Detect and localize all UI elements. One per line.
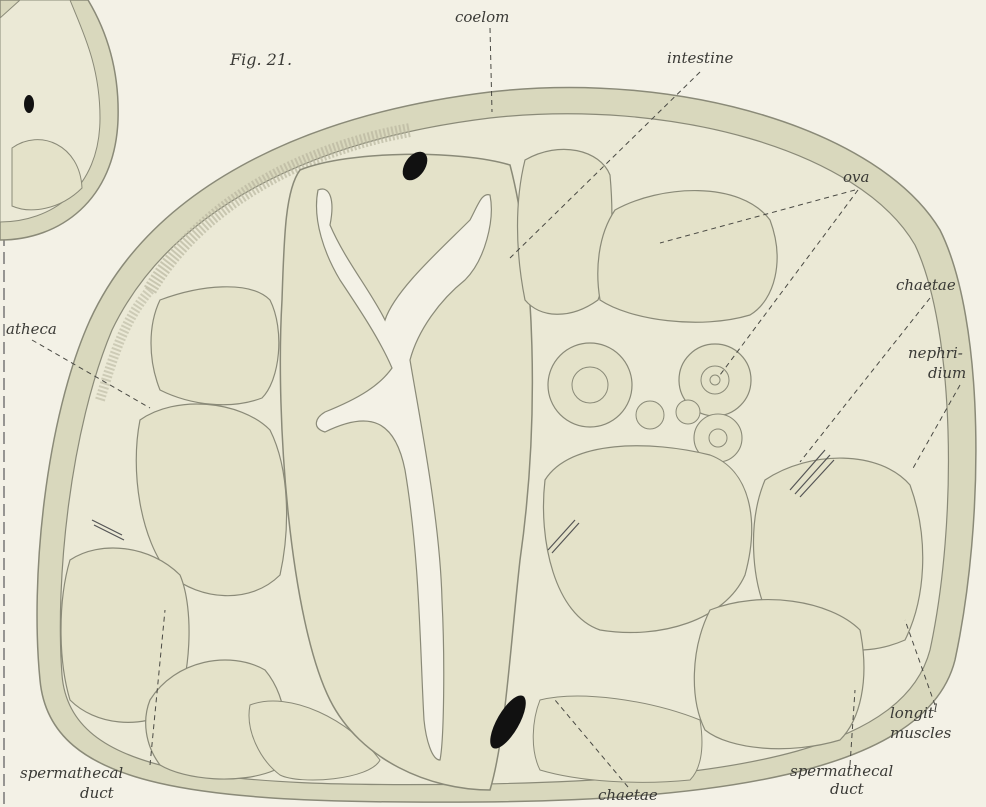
label-chaetae-top: chaetae <box>896 276 956 294</box>
label-intestine: intestine <box>667 49 734 67</box>
label-longit-2: muscles <box>890 724 952 742</box>
label-chaetae-bottom: chaetae <box>598 786 658 804</box>
label-spermathecal-right-2: duct <box>830 780 865 798</box>
label-spermathecal-left-1: spermathecal <box>20 764 123 782</box>
adjacent-nerve <box>24 95 34 113</box>
adjacent-section <box>0 0 118 240</box>
ovum-3 <box>636 401 664 429</box>
label-coelom: coelom <box>455 8 509 26</box>
label-ova: ova <box>843 168 869 186</box>
figure-number: Fig. 21. <box>229 50 292 69</box>
label-longit-1: longitl <box>890 702 938 722</box>
ovum-1 <box>548 343 632 427</box>
label-nephridium-2: dium <box>928 364 966 382</box>
label-spermathecal-left-2: duct <box>80 784 115 802</box>
label-atheca: atheca <box>6 320 57 338</box>
label-nephridium-1: nephri- <box>908 344 963 362</box>
label-spermathecal-right-1: spermathecal <box>790 762 893 780</box>
ovum-4 <box>676 400 700 424</box>
